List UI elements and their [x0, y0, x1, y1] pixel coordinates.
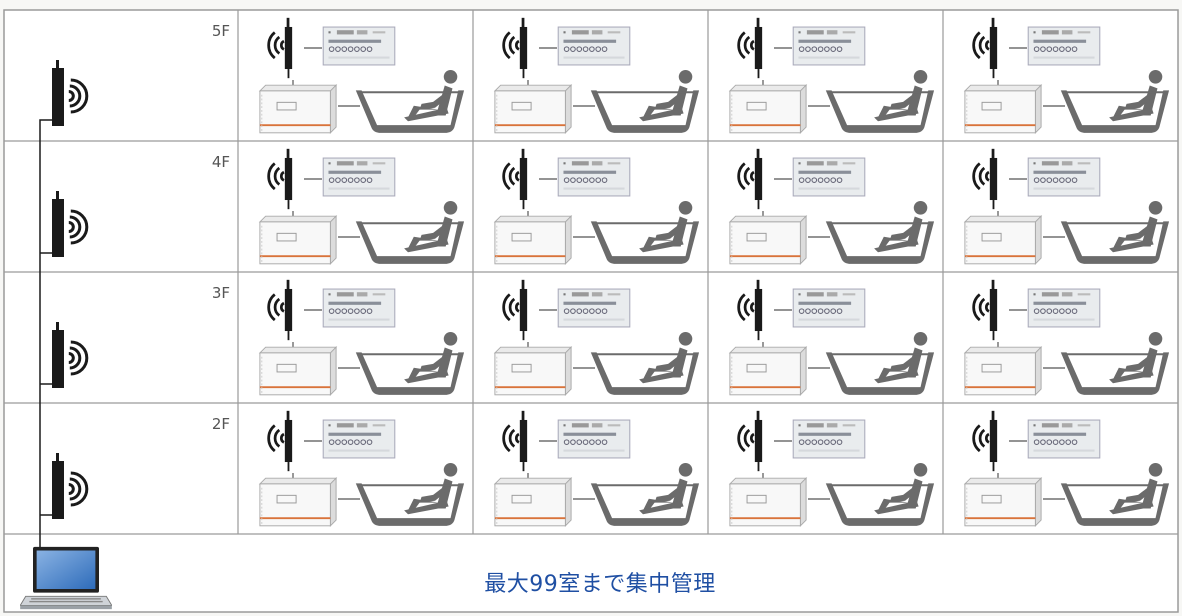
- water-heater-unit-icon: [493, 346, 573, 396]
- repeater-antenna-icon: [52, 60, 89, 126]
- room-cell: [728, 147, 936, 265]
- water-heater-unit-icon: [728, 477, 808, 527]
- remote-controller-icon: [322, 26, 396, 66]
- room-cell: [728, 278, 936, 396]
- remote-controller-icon: [792, 419, 866, 459]
- repeater-antenna-icon: [52, 453, 89, 519]
- room-cell: [963, 409, 1171, 527]
- laptop-icon: [20, 546, 112, 610]
- grid-lines: [4, 10, 1178, 535]
- caption-text: 最大99室まで集中管理: [484, 572, 716, 597]
- water-heater-unit-icon: [963, 346, 1043, 396]
- room-cell: [493, 409, 701, 527]
- room-cell: [493, 278, 701, 396]
- water-heater-unit-icon: [258, 84, 338, 134]
- water-heater-unit-icon: [258, 346, 338, 396]
- room-cell: [493, 147, 701, 265]
- room-cell: [728, 409, 936, 527]
- room-cell: [963, 147, 1171, 265]
- room-cell: [728, 16, 936, 134]
- network-cable: [39, 119, 52, 560]
- room-cell: [963, 16, 1171, 134]
- room-cell: [258, 147, 466, 265]
- floor-label: 2F: [212, 415, 230, 433]
- remote-controller-icon: [322, 419, 396, 459]
- floor-repeaters: [52, 60, 89, 519]
- floor-label: 3F: [212, 284, 230, 302]
- room-cell: [258, 278, 466, 396]
- remote-controller-icon: [1027, 26, 1101, 66]
- water-heater-unit-icon: [728, 215, 808, 265]
- water-heater-unit-icon: [493, 215, 573, 265]
- remote-controller-icon: [557, 26, 631, 66]
- remote-controller-icon: [1027, 157, 1101, 197]
- remote-controller-icon: [792, 157, 866, 197]
- floor-label: 4F: [212, 153, 230, 171]
- water-heater-unit-icon: [728, 346, 808, 396]
- water-heater-unit-icon: [493, 84, 573, 134]
- water-heater-unit-icon: [728, 84, 808, 134]
- remote-controller-icon: [557, 419, 631, 459]
- remote-controller-icon: [322, 288, 396, 328]
- remote-controller-icon: [792, 288, 866, 328]
- remote-controller-icon: [792, 26, 866, 66]
- room-cell: [963, 278, 1171, 396]
- water-heater-unit-icon: [493, 477, 573, 527]
- remote-controller-icon: [1027, 288, 1101, 328]
- remote-controller-icon: [322, 157, 396, 197]
- water-heater-unit-icon: [963, 215, 1043, 265]
- remote-controller-icon: [557, 288, 631, 328]
- room-cell: [258, 409, 466, 527]
- floor-labels: 5F 4F 3F 2F: [212, 22, 230, 433]
- water-heater-unit-icon: [258, 477, 338, 527]
- water-heater-unit-icon: [258, 215, 338, 265]
- floor-label: 5F: [212, 22, 230, 40]
- water-heater-unit-icon: [963, 84, 1043, 134]
- repeater-antenna-icon: [52, 322, 89, 388]
- room-cell: [258, 16, 466, 134]
- repeater-antenna-icon: [52, 191, 89, 257]
- room-cell: [493, 16, 701, 134]
- rooms: [258, 16, 1171, 527]
- remote-controller-icon: [557, 157, 631, 197]
- water-heater-unit-icon: [963, 477, 1043, 527]
- remote-controller-icon: [1027, 419, 1101, 459]
